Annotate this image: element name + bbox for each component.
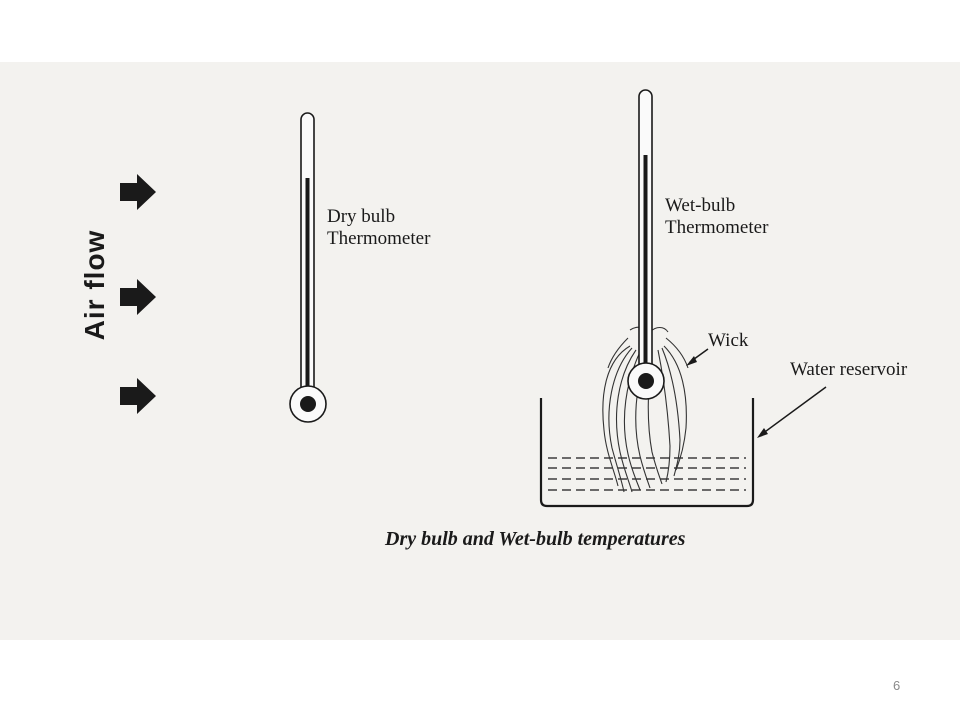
- wet-bulb-label: Wet-bulb Thermometer: [665, 195, 768, 239]
- wet-bulb-label-line1: Wet-bulb: [665, 195, 736, 216]
- water-reservoir: [539, 398, 755, 508]
- reservoir-pointer-arrow: [757, 386, 827, 438]
- wet-bulb-thermometer: [627, 89, 665, 400]
- wick-label: Wick: [708, 330, 748, 352]
- figure-caption: Dry bulb and Wet-bulb temperatures: [385, 528, 686, 550]
- dry-bulb-label-line1: Dry bulb: [327, 206, 396, 227]
- page-number: 6: [893, 678, 901, 693]
- wet-bulb-mercury-column: [643, 155, 648, 377]
- wet-bulb-bulb: [638, 373, 654, 389]
- reservoir-label-text: Water reservoir: [790, 359, 908, 380]
- dry-bulb-mercury-column: [305, 178, 310, 400]
- wet-bulb-label-line2: Thermometer: [665, 217, 769, 238]
- reservoir-label: Water reservoir: [790, 359, 907, 381]
- airflow-label: Air flow: [79, 229, 110, 341]
- dry-bulb-bulb: [300, 396, 316, 412]
- airflow-arrows: [120, 174, 156, 414]
- wick-pointer-arrow: [686, 348, 709, 366]
- psychrometer-diagram: [120, 89, 827, 508]
- scanned-page-background: [0, 62, 960, 640]
- airflow-arrow-bottom: [120, 378, 156, 414]
- airflow-arrow-top: [120, 174, 156, 210]
- dry-bulb-label: Dry bulb Thermometer: [327, 206, 430, 250]
- dry-bulb-label-line2: Thermometer: [327, 228, 431, 249]
- dry-bulb-thermometer: [289, 112, 327, 423]
- wick-label-text: Wick: [708, 330, 749, 351]
- water-surface-lines: [548, 457, 746, 491]
- airflow-arrow-middle: [120, 279, 156, 315]
